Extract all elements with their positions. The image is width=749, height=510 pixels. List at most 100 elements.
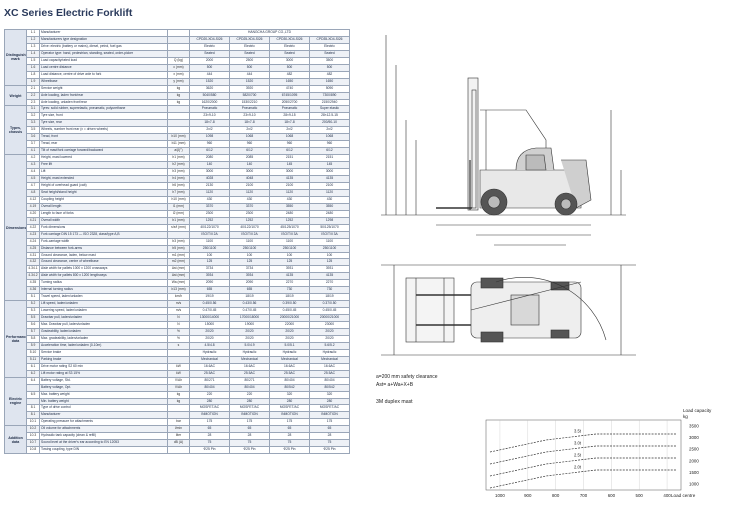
- row-value: 1120: [309, 188, 350, 197]
- row-value: 482: [269, 70, 310, 79]
- row-value: 430: [269, 195, 310, 204]
- row-value: 2500: [229, 56, 270, 65]
- row-description: Turning radius: [39, 279, 168, 288]
- row-description: Parking brake: [39, 355, 168, 364]
- row-description: Operating pressure for attachments: [39, 418, 168, 427]
- row-number: 4.34.2: [26, 272, 40, 281]
- row-unit: b13 (mm): [167, 286, 190, 295]
- row-number: 4.34.1: [26, 265, 40, 274]
- row-value: Super elastic: [309, 105, 350, 114]
- row-value: 13000/14000: [189, 314, 230, 323]
- row-description: Tread, front: [39, 133, 168, 142]
- row-value: 3620: [189, 84, 230, 93]
- row-value: 2x/2: [309, 126, 350, 135]
- row-number: 10.8: [26, 446, 40, 455]
- row-value: 960: [309, 140, 350, 149]
- row-value: 40/122/1070: [189, 223, 230, 232]
- row-value: 23000: [309, 321, 350, 329]
- row-value: ISO/T/II 3A: [269, 230, 310, 239]
- row-description: Drive motor rating S2 60 min: [39, 362, 168, 371]
- y-axis-label: Load capacity: [683, 408, 712, 413]
- row-value: ISO/T/II 3A: [309, 230, 350, 239]
- row-value: 0.45/0.56: [189, 300, 230, 309]
- row-value: 7300/890: [309, 91, 350, 100]
- x-tick-label: 400: [663, 493, 671, 498]
- row-value: 0.47/0.45: [229, 307, 270, 316]
- row-description: Seat height/stand height: [39, 188, 168, 197]
- row-value: 3000: [309, 168, 350, 177]
- row-description: Axle loading, unladen front/rear: [39, 98, 168, 107]
- row-unit: kg: [167, 91, 190, 100]
- row-value: 2100: [269, 181, 310, 190]
- row-value: 125: [229, 258, 270, 267]
- group-label: Weight: [4, 84, 27, 107]
- row-description: Tyre size, rear: [39, 119, 168, 128]
- series-line: [489, 433, 677, 453]
- row-value: 50/125/1070: [309, 223, 350, 232]
- row-value: 65: [229, 425, 270, 434]
- row-unit: b10 (mm): [167, 133, 190, 142]
- row-value: 280: [229, 397, 270, 406]
- row-value: CPD25-XD4-SI26: [229, 35, 270, 44]
- row-value: 1620/2000: [189, 98, 230, 107]
- spec-table: Distinguishing mark1.1ManufacturerHANGCH…: [4, 29, 350, 455]
- row-description: Sound level at the driver's ear accordin…: [39, 439, 168, 448]
- row-value: 5.0/4.9: [229, 341, 270, 350]
- row-value: 3370: [189, 202, 230, 211]
- row-number: 5.1: [26, 293, 40, 302]
- row-description: Load distance, centre of drive axle to f…: [39, 70, 168, 79]
- row-value: CPD20-XD4-SI26: [189, 35, 230, 44]
- row-number: 4.5: [26, 175, 40, 183]
- row-unit: [167, 348, 190, 357]
- drawings-area: a=200 mm safety clearance Ast= a+Wa+X+B …: [376, 20, 746, 505]
- row-value: 2151: [309, 154, 350, 163]
- row-number: 4.21: [26, 216, 40, 225]
- row-number: 4.36: [26, 286, 40, 295]
- row-value: 2090: [189, 279, 230, 288]
- row-description: Height, mast lowered: [39, 154, 168, 163]
- row-number: 10.2: [26, 425, 40, 434]
- row-value: Hydraulic: [229, 348, 270, 357]
- row-value: 482: [309, 70, 350, 79]
- page-title: XC Series Electric Forklift: [4, 7, 133, 19]
- row-value: 3550: [269, 202, 310, 211]
- row-unit: [167, 105, 190, 114]
- row-value: 250/1100: [309, 244, 350, 253]
- row-value: 19000: [229, 321, 270, 329]
- row-number: 3.2: [26, 112, 40, 121]
- row-description: Tread, rear: [39, 140, 168, 149]
- row-description: Wheelbase: [39, 77, 168, 86]
- row-unit: Wa (mm): [167, 279, 190, 288]
- row-value: 25.5AC: [309, 369, 350, 378]
- row-value: 3370: [229, 202, 270, 211]
- row-unit: kg: [167, 84, 190, 93]
- row-value: Mechanical: [229, 355, 270, 364]
- row-value: 3000: [269, 168, 310, 177]
- row-number: [26, 397, 40, 406]
- row-number: 1.6: [26, 63, 40, 72]
- row-description: Fork dimensions: [39, 223, 168, 232]
- row-description: Service brake: [39, 348, 168, 357]
- row-value: 2050/2700: [269, 98, 310, 107]
- row-value: 4740: [269, 84, 310, 93]
- row-unit: l1 (mm): [167, 202, 190, 211]
- row-value: 100: [229, 251, 270, 260]
- row-number: 3.3: [26, 119, 40, 128]
- row-value: 4135: [309, 175, 350, 183]
- row-unit: [167, 49, 190, 58]
- row-value: 280: [309, 397, 350, 406]
- row-value: 16.6AC: [309, 362, 350, 371]
- row-number: 4.2: [26, 154, 40, 163]
- row-value: 15000: [189, 321, 230, 329]
- row-description: Load centre distance: [39, 63, 168, 72]
- row-value: 444: [229, 70, 270, 79]
- row-value: 320: [269, 390, 310, 399]
